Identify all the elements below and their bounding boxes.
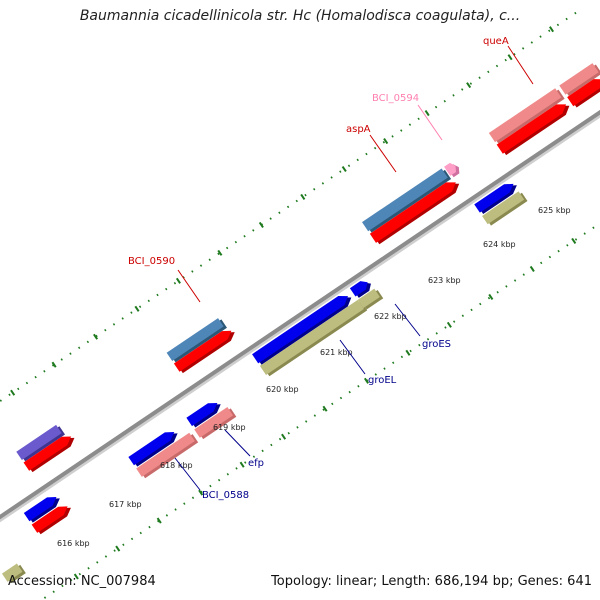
scale-major-tick (488, 293, 494, 300)
scale-major-tick (156, 517, 162, 524)
scale-major-tick (93, 333, 99, 340)
scale-label-621: 621 kbp (320, 348, 353, 357)
scale-major-tick (198, 489, 204, 496)
scale-major-tick (405, 349, 411, 356)
callout-line-efp (224, 429, 251, 457)
scale-label-617: 617 kbp (109, 500, 142, 509)
gene-blue-624[interactable] (474, 180, 516, 213)
upper-scale-line (0, 11, 577, 461)
gene-red-616[interactable] (31, 502, 71, 533)
callout-line-aspA (369, 134, 397, 173)
scale-label-620: 620 kbp (266, 385, 299, 394)
scale-major-tick (549, 26, 555, 33)
gene-label-aspA[interactable]: aspA (346, 124, 371, 135)
gene-steel-bci-0590[interactable] (166, 318, 224, 362)
scale-major-tick (466, 82, 472, 89)
callout-line-bci-0590 (177, 269, 201, 303)
scale-label-624: 624 kbp (483, 240, 516, 249)
gene-red-queA[interactable] (496, 100, 569, 154)
lower-scale-major-ticks (73, 237, 577, 580)
scale-major-tick (51, 361, 57, 368)
scale-major-tick (529, 265, 535, 272)
gene-label-bci-0594[interactable]: BCI_0594 (372, 93, 419, 104)
callout-line-queA (507, 45, 534, 85)
scale-major-tick (424, 110, 430, 117)
scale-label-625: 625 kbp (538, 206, 571, 215)
gene-label-groEL[interactable]: groEL (368, 375, 397, 386)
scale-major-tick (217, 249, 223, 256)
gene-label-queA[interactable]: queA (483, 36, 509, 47)
scale-major-tick (507, 54, 513, 61)
gene-purple-left[interactable] (16, 424, 62, 461)
gene-label-bci-0590[interactable]: BCI_0590 (128, 256, 175, 267)
gene-blue-616[interactable] (23, 493, 59, 522)
scale-label-618: 618 kbp (160, 461, 193, 470)
callout-line-bci-0588 (174, 457, 201, 491)
scale-major-tick (134, 305, 140, 312)
gene-blue-groES[interactable] (349, 278, 371, 297)
scale-label-623: 623 kbp (428, 276, 461, 285)
gene-blue-groEL[interactable] (252, 292, 351, 364)
scale-major-tick (115, 545, 121, 552)
scale-major-tick (239, 461, 245, 468)
gene-red-bci-0590[interactable] (173, 327, 234, 372)
gene-salmon-618[interactable] (136, 432, 195, 477)
gene-red-queA-2[interactable] (567, 75, 600, 107)
gene-olive-groEL[interactable] (259, 299, 364, 375)
scale-label-622: 622 kbp (374, 312, 407, 321)
callout-line-bci-0594 (417, 104, 443, 141)
gene-pink-bci-0594[interactable] (444, 161, 458, 176)
scale-label-619: 619 kbp (213, 423, 246, 432)
scale-major-tick (446, 321, 452, 328)
accession-text: Accession: NC_007984 (8, 574, 156, 589)
gene-steel-aspA[interactable] (362, 168, 448, 232)
gene-salmon-619[interactable] (194, 407, 233, 438)
scale-major-tick (258, 221, 264, 228)
topology-summary: Topology: linear; Length: 686,194 bp; Ge… (271, 574, 592, 589)
backbone (0, 90, 600, 542)
scale-major-tick (10, 389, 16, 396)
callout-line-groES (394, 303, 421, 337)
scale-major-tick (281, 433, 287, 440)
gene-olive-624[interactable] (482, 191, 525, 225)
scale-major-tick (73, 573, 79, 580)
gene-salmon-queA-2[interactable] (559, 63, 599, 95)
scale-label-616: 616 kbp (57, 539, 90, 548)
scale-major-tick (341, 165, 347, 173)
gene-olive-edge[interactable] (1, 563, 23, 582)
gene-red-aspA[interactable] (369, 178, 459, 243)
backbone-shadow (0, 91, 600, 544)
callout-line-groEL (339, 339, 366, 375)
gene-red-left[interactable] (23, 432, 74, 471)
upper-scale-major-ticks (10, 26, 555, 396)
scale-major-tick (363, 377, 369, 384)
map-title: Baumannia cicadellinicola str. Hc (Homal… (79, 8, 521, 24)
gene-salmon-queA[interactable] (488, 88, 562, 143)
scale-major-tick (300, 193, 306, 201)
scale-major-tick (175, 277, 181, 284)
gene-blue-618[interactable] (128, 428, 177, 466)
gene-olive-groES[interactable] (357, 288, 380, 309)
scale-major-tick (322, 405, 328, 412)
gene-label-efp[interactable]: efp (248, 458, 264, 469)
gene-blue-619[interactable] (186, 399, 220, 427)
scale-major-tick (571, 237, 577, 245)
lower-scale-line (17, 167, 600, 600)
gene-label-bci-0588[interactable]: BCI_0588 (202, 490, 249, 501)
scale-major-tick (383, 137, 389, 145)
gene-label-groES[interactable]: groES (422, 339, 451, 350)
